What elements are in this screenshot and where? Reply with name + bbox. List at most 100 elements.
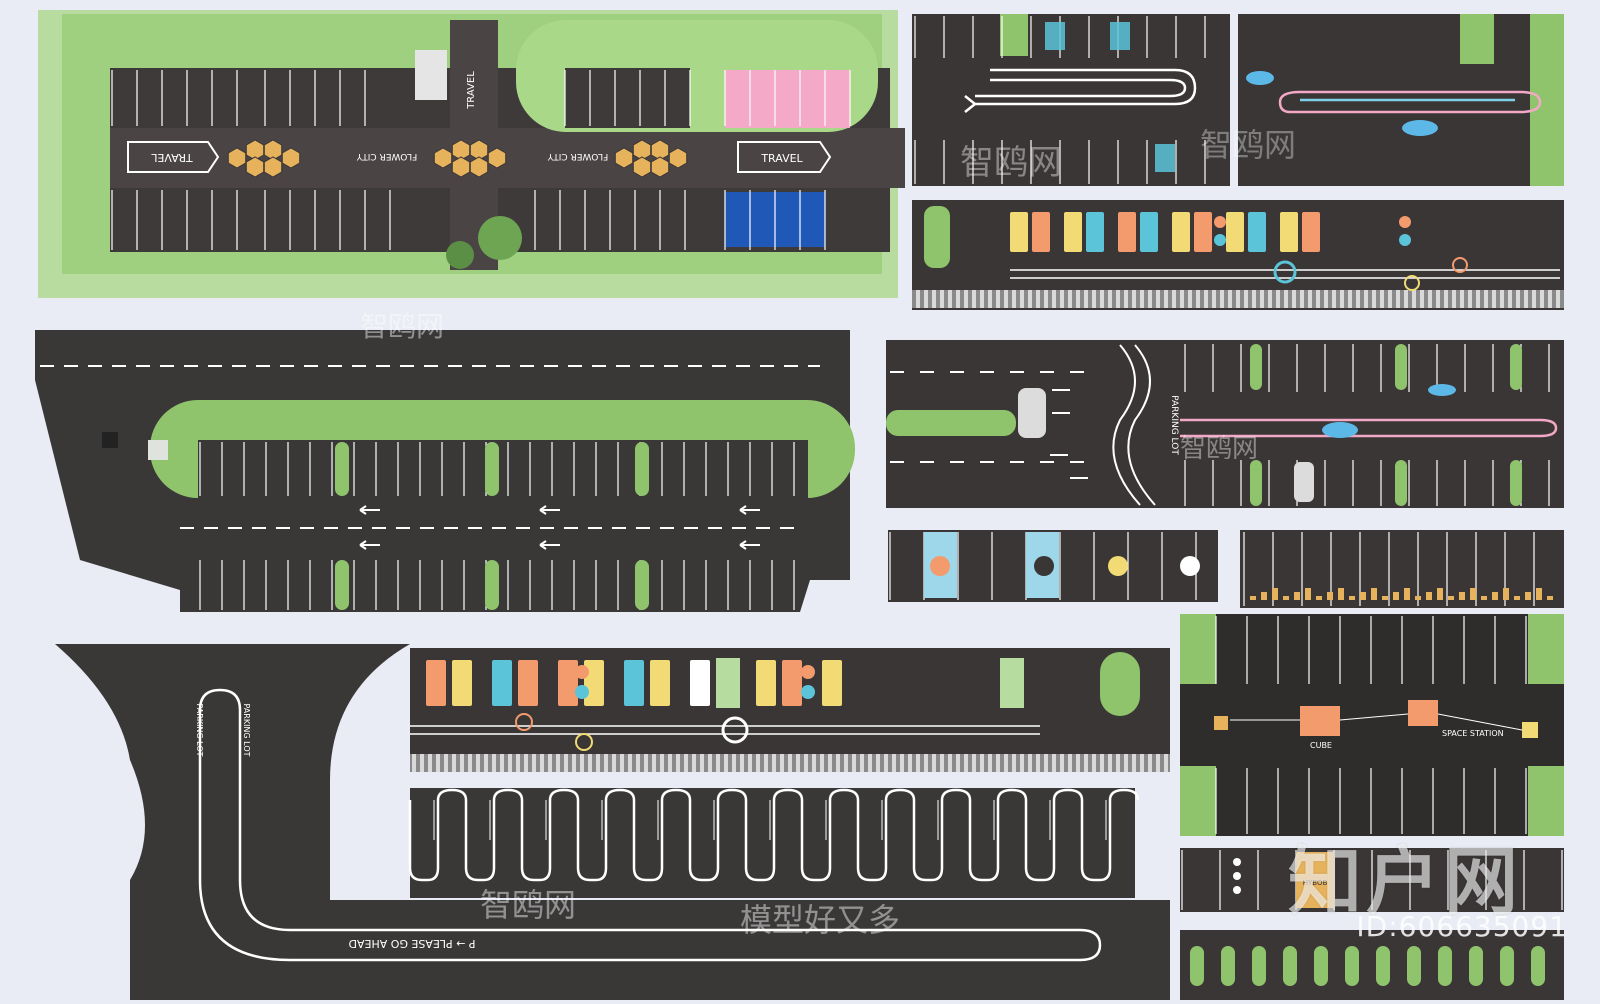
signal-dot (1399, 216, 1411, 228)
banner-travel-left: TRAVEL (150, 151, 193, 164)
icon-tile (1155, 144, 1175, 172)
pixel-bar (1437, 588, 1443, 600)
pixel-bar (1404, 588, 1410, 600)
pixel-bar (1250, 596, 1256, 600)
wave-line (1127, 344, 1156, 506)
crosswalk-stripes (410, 754, 1170, 772)
grass-pill (1531, 946, 1545, 986)
color-stall (1302, 212, 1320, 252)
grass-pill (1376, 946, 1390, 986)
arrow-head (359, 540, 367, 550)
track-loop (198, 688, 1102, 962)
color-stall (1248, 212, 1266, 252)
panel-top-right-a (912, 14, 1564, 186)
color-stall (1140, 212, 1158, 252)
grass-divider (1395, 460, 1407, 506)
pixel-bar (1305, 588, 1311, 600)
grass-pill (1283, 946, 1297, 986)
serpentine-stalls (408, 788, 1140, 882)
dolphin-icon (1428, 384, 1456, 396)
grass-strip (1000, 14, 1028, 56)
tree-canopy-small (446, 241, 474, 269)
tile (1214, 716, 1228, 730)
signal-dot (1399, 234, 1411, 246)
crosswalk-stripes (912, 290, 1564, 308)
stall-row-upper (198, 440, 808, 498)
asphalt (1180, 614, 1564, 836)
grass-end (1100, 652, 1140, 716)
gate-booth (148, 440, 168, 460)
panel-top-left: TRAVEL FLOWER CITY FLOWER CITY TRAVEL TR… (38, 10, 905, 298)
paved-block (415, 50, 447, 100)
pixel-bar (1481, 596, 1487, 600)
grass-pill (1221, 946, 1235, 986)
stall-icon (1180, 556, 1200, 576)
grass-stall (716, 658, 740, 708)
hex-badge (281, 147, 301, 169)
chevron-left-icon (964, 95, 976, 113)
stall-zone (1165, 342, 1563, 508)
target-circle (1273, 260, 1297, 284)
color-stall (558, 660, 578, 706)
stall-lines (1181, 850, 1563, 910)
connector (1230, 713, 1523, 731)
pixel-bar (1415, 596, 1421, 600)
icon-stalls (889, 532, 1200, 600)
signal-dot (1214, 234, 1226, 246)
grass-strip-edge (1530, 14, 1564, 186)
pink-loop (1278, 90, 1542, 114)
winding-line-inner (975, 78, 1187, 98)
grass-pill (1500, 946, 1514, 986)
pixel-bar (1360, 592, 1366, 600)
signal-dot (575, 665, 589, 679)
signal-dot (801, 665, 815, 679)
stall-tag: HYBOB (1303, 879, 1328, 887)
car (1018, 388, 1046, 438)
grass-divider (335, 560, 349, 610)
stall-icon (1108, 556, 1128, 576)
grass-stall (1000, 658, 1024, 708)
pixel-bar (1470, 588, 1476, 600)
dot (1233, 872, 1241, 880)
color-stall (690, 660, 710, 706)
stall-lines (1184, 344, 1550, 506)
icon-tile (1045, 22, 1065, 50)
grass-divider (635, 560, 649, 610)
small-circle (575, 733, 593, 751)
wave-line (1112, 344, 1141, 506)
go-ahead-label: P → PLEASE GO AHEAD (349, 937, 476, 950)
signal-dot (575, 685, 589, 699)
serpentine-line (408, 788, 1140, 882)
dolphin-icon (1402, 120, 1438, 136)
color-stall (1280, 212, 1298, 252)
color-stall (1194, 212, 1212, 252)
pixel-bar (1349, 596, 1355, 600)
pixel-bar (1294, 592, 1300, 600)
icon-tile (1110, 22, 1130, 50)
grass-divider (1250, 344, 1262, 390)
color-stall (584, 660, 604, 706)
parking-lot-label-right: PARKING LOT (242, 703, 251, 756)
grass-pills (1190, 946, 1545, 986)
winding-line (975, 68, 1197, 106)
grass-corner (1180, 766, 1216, 836)
small-circle (1452, 257, 1468, 273)
color-stall (1118, 212, 1136, 252)
grass-pill (1469, 946, 1483, 986)
pixel-bar (1393, 592, 1399, 600)
station-shape (1408, 700, 1438, 726)
pixel-bar (1382, 596, 1388, 600)
pixel-bar (1514, 596, 1520, 600)
arrow-head (739, 505, 747, 515)
arrow-head (539, 505, 547, 515)
pixel-bar (1261, 592, 1267, 600)
grass-corner (1180, 614, 1216, 684)
colored-stalls (1010, 212, 1411, 252)
banner-flower-a: FLOWER CITY (356, 151, 417, 161)
grass-pill (1407, 946, 1421, 986)
colored-stalls (426, 658, 1024, 708)
grass-divider (1510, 344, 1522, 390)
station-label: SPACE STATION (1442, 729, 1504, 738)
color-stall (1032, 212, 1050, 252)
